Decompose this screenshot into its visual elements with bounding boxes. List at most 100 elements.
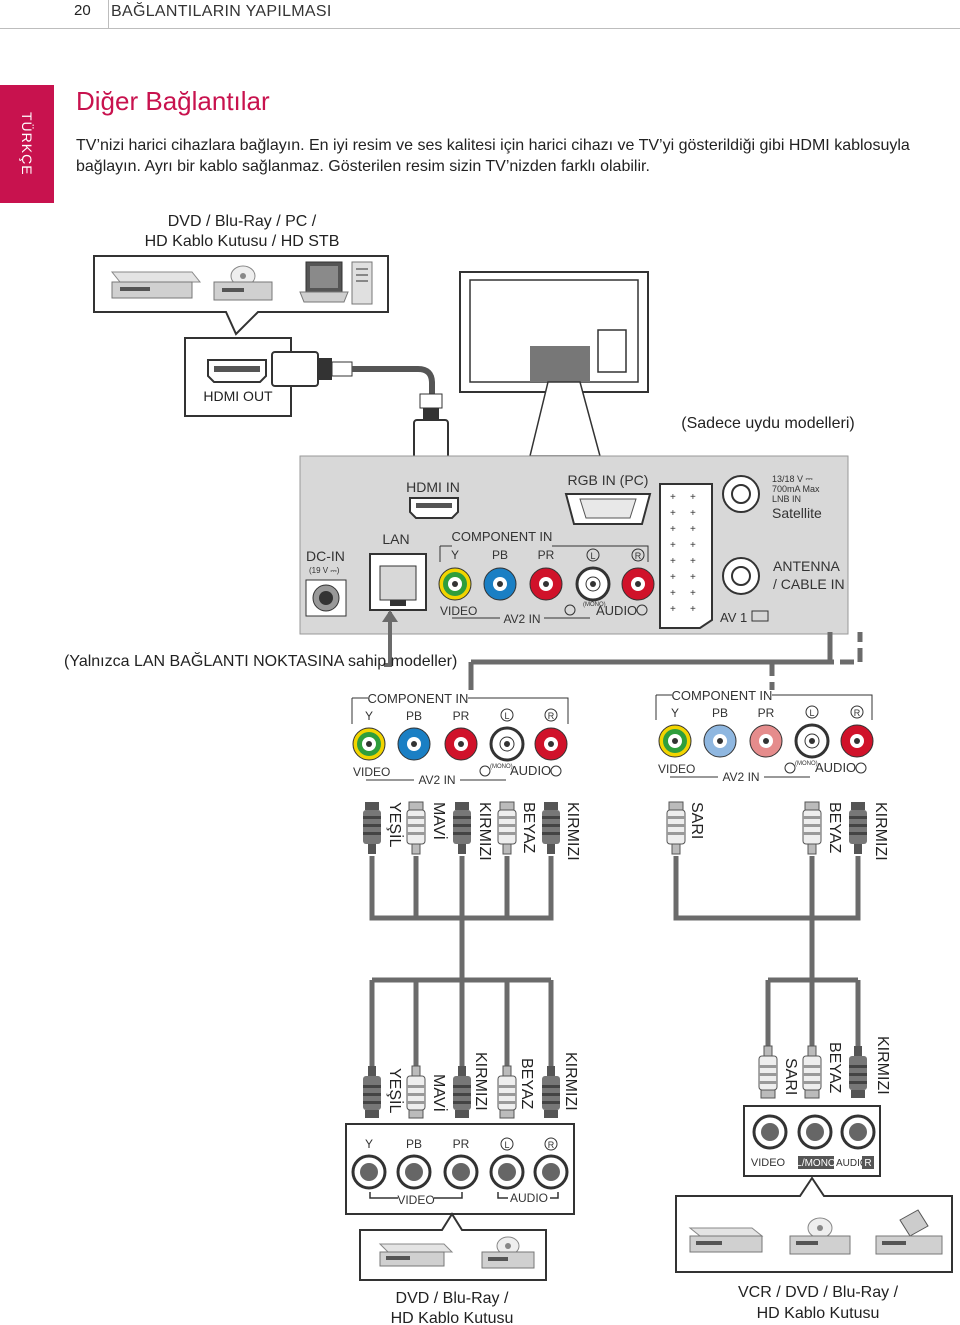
- left-component-in: COMPONENT IN: [368, 691, 469, 706]
- panel-av2-in: AV2 IN: [503, 612, 540, 626]
- bl-audio: AUDIO: [510, 1191, 548, 1205]
- bottom-left-device-callout: DVD / Blu-Ray / HD Kablo Kutusu: [359, 1212, 547, 1325]
- svg-text:+: +: [690, 556, 696, 567]
- panel-dc-volt: (19 V ⎓): [309, 566, 340, 575]
- svg-text:+: +: [670, 588, 676, 599]
- svg-text:+: +: [690, 508, 696, 519]
- scart-pins: ++ ++ ++ ++ ++ ++ ++ ++: [670, 492, 696, 615]
- br-device-label-1: VCR / DVD / Blu-Ray /: [738, 1284, 899, 1301]
- dvd-with-disc-icon: [789, 1217, 851, 1255]
- left-upper-label-5: KIRMIZI: [564, 802, 581, 861]
- left-y: Y: [365, 709, 373, 723]
- left-lower-label-1: YEŞİL: [386, 1068, 405, 1113]
- panel-hdmi-in: HDMI IN: [406, 479, 460, 495]
- svg-text:+: +: [670, 556, 676, 567]
- br-r: R: [864, 1158, 871, 1169]
- right-upper-label-3: KIRMIZI: [872, 802, 889, 861]
- right-av2-block: COMPONENT IN Y PB PR L R VIDEO AV2 IN (M…: [655, 688, 874, 784]
- top-device-callout: DVD / Blu-Ray / PC / HD Kablo Kutusu / H…: [93, 213, 389, 336]
- svg-text:+: +: [690, 572, 696, 583]
- right-lower-plugs: [758, 1045, 867, 1099]
- svg-text:+: +: [670, 604, 676, 615]
- satellite-note: (Sadece uydu modelleri): [681, 415, 854, 432]
- bl-l: L: [504, 1140, 509, 1150]
- panel-dc-in: DC-IN: [306, 548, 345, 564]
- top-device-label-1: DVD / Blu-Ray / PC /: [168, 213, 317, 230]
- left-pb: PB: [406, 709, 422, 723]
- svg-text:+: +: [670, 572, 676, 583]
- left-lower-label-5: KIRMIZI: [562, 1052, 579, 1111]
- header-divider: [108, 0, 109, 28]
- tv-back: [459, 271, 649, 457]
- left-lower-label-4: BEYAZ: [518, 1058, 535, 1110]
- language-tab-label: TÜRKÇE: [19, 112, 35, 176]
- left-l: L: [504, 711, 509, 721]
- bluray-player-icon: [213, 265, 273, 301]
- scart-connector: ++ ++ ++ ++ ++ ++ ++ ++: [659, 483, 713, 629]
- left-av2-in: AV2 IN: [418, 773, 455, 787]
- svg-text:+: +: [690, 524, 696, 535]
- rear-panel: HDMI IN RGB IN (PC) LAN DC-IN (19 V ⎓) C…: [299, 455, 849, 635]
- svg-text:+: +: [690, 540, 696, 551]
- right-l: L: [809, 708, 814, 718]
- br-device-label-2: HD Kablo Kutusu: [757, 1305, 880, 1322]
- panel-rgb-in: RGB IN (PC): [568, 472, 649, 488]
- svg-text:+: +: [670, 508, 676, 519]
- br-audio: AUDIO: [836, 1158, 868, 1169]
- right-lower-label-1: SARI: [782, 1058, 799, 1095]
- svg-text:+: +: [670, 524, 676, 535]
- page-number: 20: [74, 2, 91, 19]
- left-mono: (MONO): [490, 764, 513, 770]
- right-upper-label-2: BEYAZ: [826, 802, 843, 854]
- panel-lan: LAN: [382, 531, 409, 547]
- language-tab: [0, 85, 54, 203]
- panel-lnb-2: 700mA Max: [772, 484, 820, 494]
- language-tab-label-wrap: TÜRKÇE: [0, 85, 54, 203]
- bl-r: R: [548, 1140, 555, 1150]
- br-lmono: L/MONO: [796, 1158, 836, 1169]
- vcr-icon: [688, 1227, 764, 1253]
- right-pb: PB: [712, 706, 728, 720]
- panel-video: VIDEO: [440, 604, 477, 618]
- laptop-icon: [299, 261, 349, 303]
- top-device-label-2: HD Kablo Kutusu / HD STB: [145, 233, 340, 250]
- left-audio: AUDIO: [510, 763, 551, 778]
- br-video: VIDEO: [751, 1157, 786, 1169]
- svg-text:+: +: [670, 540, 676, 551]
- right-r: R: [854, 708, 861, 718]
- left-upper-label-3: KIRMIZI: [476, 802, 493, 861]
- hdmi-out-box: HDMI OUT: [184, 337, 292, 417]
- cable-box-icon: [875, 1209, 943, 1255]
- dvd-player-icon: [110, 271, 202, 299]
- panel-l: L: [590, 551, 595, 561]
- right-lower-label-3: KIRMIZI: [874, 1036, 891, 1095]
- left-video: VIDEO: [353, 765, 390, 779]
- left-pr: PR: [453, 709, 470, 723]
- bottom-left-port-box: Y PB PR L R VIDEO AUDIO: [345, 1123, 575, 1215]
- chapter-title: BAĞLANTILARIN YAPILMASI: [111, 3, 332, 20]
- right-y: Y: [671, 706, 679, 720]
- left-lower-label-2: MAVİ: [430, 1074, 449, 1112]
- right-video: VIDEO: [658, 762, 695, 776]
- svg-text:+: +: [690, 604, 696, 615]
- svg-text:+: +: [690, 588, 696, 599]
- bluray-player-icon-bl: [481, 1236, 535, 1269]
- right-lower-label-2: BEYAZ: [826, 1042, 843, 1094]
- left-upper-label-1: YEŞİL: [386, 802, 405, 847]
- panel-component-in: COMPONENT IN: [452, 529, 553, 544]
- header-rule: [0, 28, 960, 29]
- panel-antenna-2: / CABLE IN: [773, 576, 845, 592]
- right-component-in: COMPONENT IN: [672, 688, 773, 703]
- left-av2-block: COMPONENT IN Y PB PR L R VIDEO AV2 IN (M…: [351, 691, 569, 787]
- lan-arrow: [382, 610, 398, 667]
- right-audio: AUDIO: [815, 760, 856, 775]
- panel-pb: PB: [492, 548, 508, 562]
- bl-pr: PR: [453, 1137, 470, 1151]
- panel-pr: PR: [538, 548, 555, 562]
- hdmi-out-label: HDMI OUT: [203, 388, 273, 404]
- left-upper-label-2: MAVİ: [430, 802, 449, 840]
- right-pr: PR: [758, 706, 775, 720]
- panel-r: R: [635, 551, 642, 561]
- bottom-right-port-box: VIDEO L/MONO AUDIO R: [743, 1105, 881, 1177]
- panel-av1: AV 1: [720, 610, 747, 625]
